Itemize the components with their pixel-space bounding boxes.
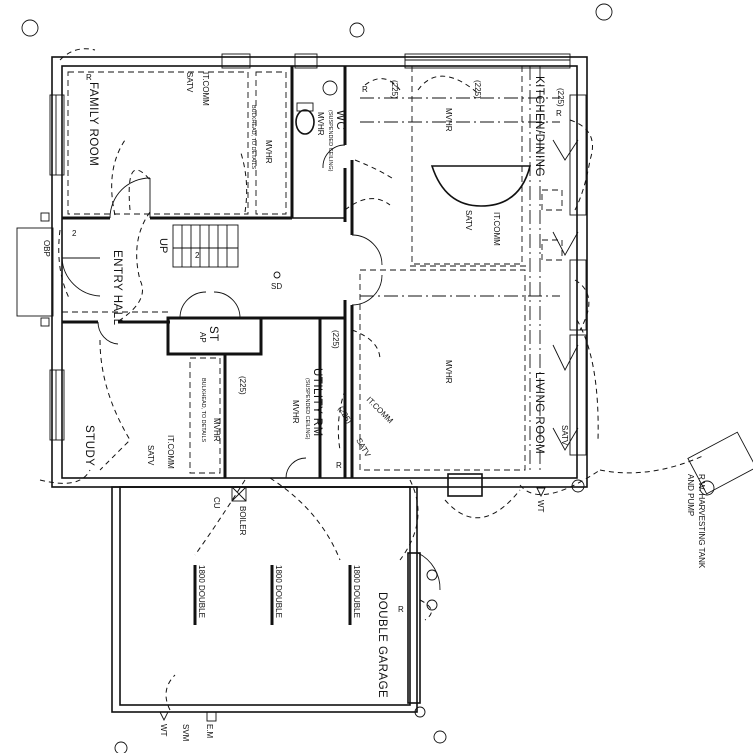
doors [61, 139, 579, 591]
mvhr-label-family: MVHR [264, 140, 273, 164]
family-room-label: FAMILY ROOM [87, 82, 99, 166]
rw-tank-note-line1: R.W. HARVESTING TANK [697, 474, 706, 569]
st-label: ST [207, 326, 219, 342]
obp-label: OBP [42, 240, 51, 257]
dim-225-study: (225) [238, 376, 247, 395]
garage-door-3-label: 1800 DOUBLE [352, 565, 361, 618]
kitchen-dining-label: KITCHEN/DINING [533, 76, 545, 177]
double-garage-label: DOUBLE GARAGE [376, 592, 388, 698]
itcomm-label-study: IT.COMM [166, 435, 175, 469]
itcomm-label-family: IT.COMM [201, 72, 210, 106]
mvhr-label-living: MVHR [444, 360, 453, 384]
sd-label: SD [271, 282, 282, 291]
num-2-label-1: 2 [72, 229, 77, 238]
entry-hall-label: ENTRY HALL [111, 250, 123, 326]
dim-225-kitchen-3: (225) [556, 88, 565, 107]
study-label: STUDY [83, 425, 95, 466]
wc-label: WC [334, 110, 346, 130]
cu-label: CU [212, 497, 221, 509]
itcomm-label-kitchen: IT.COMM [492, 212, 501, 246]
satv-label-study: SATV [146, 445, 155, 466]
mvhr-label-utility: MVHR [291, 400, 300, 424]
dim-225-kitchen-1: (225) [390, 80, 399, 99]
interior-walls [62, 66, 421, 713]
exterior-walls [16, 53, 588, 497]
utility-rm-label: UTILITY RM [311, 368, 323, 437]
wt-label-2: WT [159, 724, 168, 737]
rw-tank-note-line2: AND PUMP [686, 474, 695, 516]
r-label-3: R [556, 109, 562, 118]
svm-label: SVM [181, 724, 190, 742]
r-label-4: R [336, 461, 342, 470]
boiler-label: BOILER [238, 506, 247, 536]
garage-door-1-label: 1800 DOUBLE [197, 565, 206, 618]
satv-label-kitchen: SATV [464, 210, 473, 231]
stair-up-label: UP [157, 238, 169, 253]
r-label-1: R [86, 73, 92, 82]
notes: BULKHEAD, TO DETAILS BULKHEAD, TO DETAIL… [157, 105, 706, 618]
r-label-5: R [398, 605, 404, 614]
dim-225-utility-1: (225) [331, 330, 340, 349]
bulkhead-note-1: BULKHEAD, TO DETAILS [250, 105, 256, 170]
fixtures [193, 80, 753, 625]
satv-label-utility: SATV [354, 437, 372, 460]
room-labels: FAMILY ROOM ENTRY HALL STUDY WC KITCHEN/… [83, 76, 545, 698]
suspended-ceiling-note-1: (SUSPENDED CEILING) [327, 110, 333, 172]
itcomm-label-utility: IT.COMM [365, 395, 395, 425]
suspended-ceiling-note-2: (SUSPENDED CEILING) [304, 378, 310, 440]
dim-225-kitchen-2: (225) [473, 80, 482, 99]
satv-label-family: SATV [185, 72, 194, 93]
wt-label-1: WT [536, 500, 545, 513]
em-label: E.M [205, 724, 214, 739]
num-2-label-2: 2 [195, 251, 200, 260]
living-room-label: LIVING ROOM [533, 372, 545, 454]
mvhr-label-wc: MVHR [316, 112, 325, 136]
garage-door-2-label: 1800 DOUBLE [274, 565, 283, 618]
mvhr-label-kitchen: MVHR [444, 108, 453, 132]
r-label-2: R [362, 85, 368, 94]
device-markers [21, 3, 715, 753]
ap-label: AP [198, 332, 207, 343]
satv-label-living: SATV [560, 425, 569, 446]
wiring [39, 48, 706, 711]
mvhr-label-study: MVHR [212, 418, 221, 442]
bulkhead-note-2: BULKHEAD, TO DETAILS [200, 378, 206, 443]
bulkhead-lines [62, 65, 560, 474]
